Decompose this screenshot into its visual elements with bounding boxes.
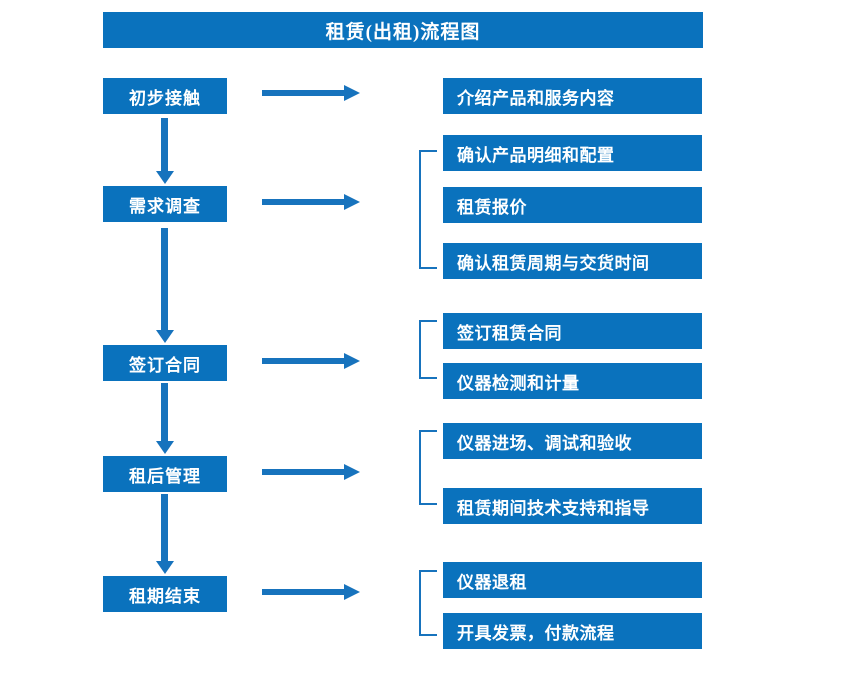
arrow-stage4-to-stage5-icon xyxy=(156,494,174,574)
detail-box-instrument-entry-commission[interactable]: 仪器进场、调试和验收 xyxy=(443,423,702,459)
arrow-stage3-to-details-icon xyxy=(262,353,360,369)
bracket-group-contract xyxy=(419,320,437,379)
arrow-head xyxy=(156,171,174,184)
detail-box-introduce-products[interactable]: 介绍产品和服务内容 xyxy=(443,78,702,114)
stage-box-initial-contact[interactable]: 初步接触 xyxy=(103,78,227,114)
chart-title: 租赁(出租)流程图 xyxy=(103,12,703,48)
arrow-head xyxy=(344,464,360,480)
arrow-shaft xyxy=(262,90,346,96)
arrow-stage2-to-details-icon xyxy=(262,194,360,210)
arrow-head xyxy=(344,194,360,210)
arrow-shaft xyxy=(161,494,168,561)
arrow-shaft xyxy=(161,228,168,330)
arrow-shaft xyxy=(161,118,168,171)
detail-box-sign-rental-contract[interactable]: 签订租赁合同 xyxy=(443,313,702,349)
arrow-head xyxy=(344,353,360,369)
arrow-shaft xyxy=(161,383,168,441)
arrow-stage3-to-stage4-icon xyxy=(156,383,174,454)
arrow-head xyxy=(156,441,174,454)
bracket-group-end xyxy=(419,570,437,636)
arrow-head xyxy=(156,330,174,343)
bracket-group-needs xyxy=(419,150,437,269)
detail-box-technical-support[interactable]: 租赁期间技术支持和指导 xyxy=(443,488,702,524)
arrow-head xyxy=(156,561,174,574)
detail-box-instrument-testing[interactable]: 仪器检测和计量 xyxy=(443,363,702,399)
arrow-stage2-to-stage3-icon xyxy=(156,228,174,343)
detail-box-confirm-period-delivery[interactable]: 确认租赁周期与交货时间 xyxy=(443,243,702,279)
arrow-shaft xyxy=(262,199,346,205)
stage-box-needs-survey[interactable]: 需求调查 xyxy=(103,186,227,222)
stage-box-sign-contract[interactable]: 签订合同 xyxy=(103,345,227,381)
arrow-shaft xyxy=(262,469,346,475)
arrow-stage1-to-stage2-icon xyxy=(156,118,174,184)
detail-box-invoice-payment[interactable]: 开具发票，付款流程 xyxy=(443,613,702,649)
arrow-shaft xyxy=(262,589,346,595)
arrow-head xyxy=(344,85,360,101)
stage-box-post-rental-management[interactable]: 租后管理 xyxy=(103,456,227,492)
arrow-head xyxy=(344,584,360,600)
bracket-group-management xyxy=(419,430,437,505)
arrow-stage5-to-details-icon xyxy=(262,584,360,600)
stage-box-lease-end[interactable]: 租期结束 xyxy=(103,576,227,612)
detail-box-instrument-return[interactable]: 仪器退租 xyxy=(443,562,702,598)
detail-box-confirm-product-details[interactable]: 确认产品明细和配置 xyxy=(443,135,702,171)
arrow-shaft xyxy=(262,358,346,364)
detail-box-rental-quotation[interactable]: 租赁报价 xyxy=(443,187,702,223)
arrow-stage4-to-details-icon xyxy=(262,464,360,480)
arrow-stage1-to-details-icon xyxy=(262,85,360,101)
